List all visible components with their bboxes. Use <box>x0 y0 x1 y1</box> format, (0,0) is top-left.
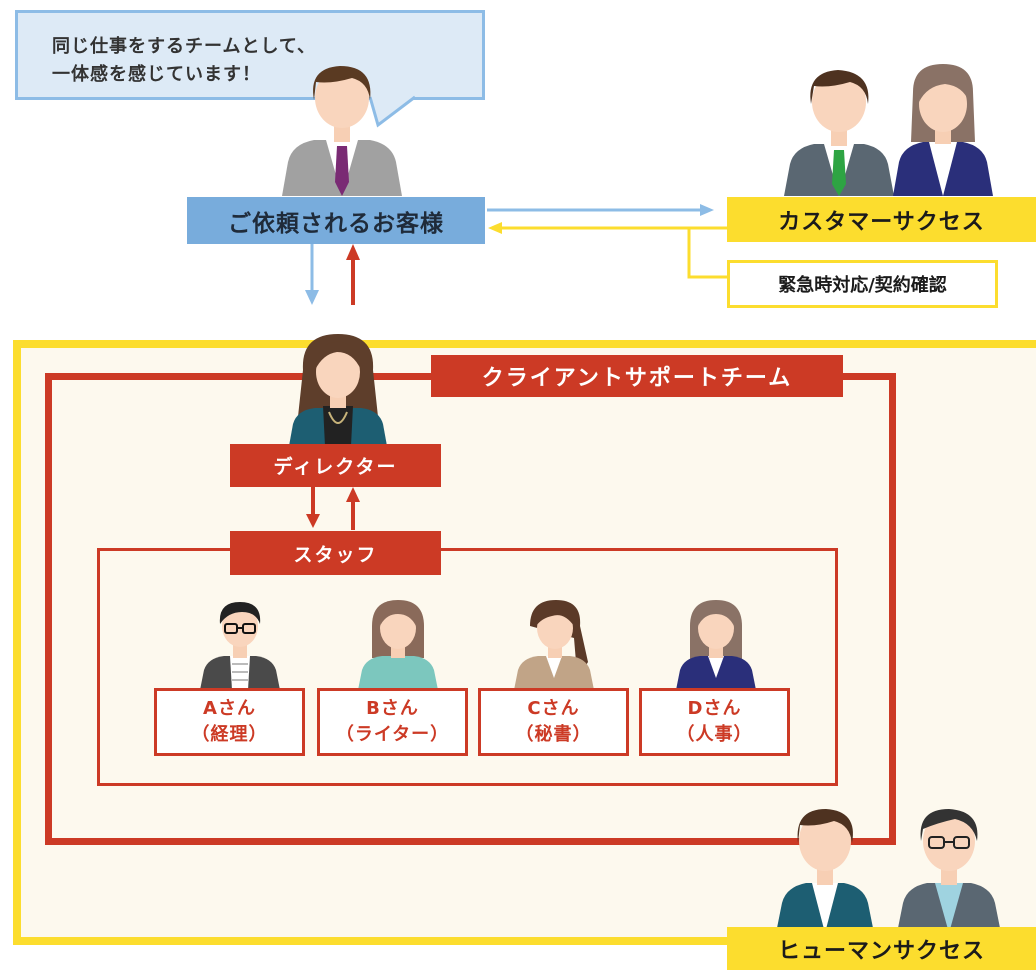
staff-card-c: Cさん （秘書） <box>478 688 629 756</box>
staff-c-role: （秘書） <box>515 724 592 745</box>
yellow-arrowhead-to-client <box>488 222 502 234</box>
staff-card-a: Aさん （経理） <box>154 688 305 756</box>
staff-a-role: （経理） <box>191 724 268 745</box>
staff-b-role: （ライター） <box>335 724 450 745</box>
staff-b-name: Bさん <box>366 698 419 719</box>
client-support-team-label: クライアントサポートチーム <box>431 355 843 397</box>
customer-success-man-icon <box>784 70 894 196</box>
staff-card-b: Bさん （ライター） <box>317 688 468 756</box>
human-success-label: ヒューマンサクセス <box>727 927 1036 970</box>
client-label: ご依頼されるお客様 <box>187 197 485 244</box>
human-success-man-icon <box>776 809 874 933</box>
staff-c-name: Cさん <box>527 698 580 719</box>
speech-line-2: 一体感を感じています！ <box>52 64 261 85</box>
staff-c-person-icon <box>514 600 594 690</box>
staff-label: スタッフ <box>230 531 441 575</box>
staff-frame <box>97 548 838 786</box>
speech-bubble-tail <box>368 95 416 128</box>
speech-text: 同じ仕事をするチームとして、 一体感を感じています！ <box>52 33 316 89</box>
emergency-label: 緊急時対応/契約確認 <box>727 260 998 308</box>
blue-arrowhead-to-cs <box>700 204 714 216</box>
client-person-icon <box>282 66 402 196</box>
customer-success-label: カスタマーサクセス <box>727 197 1036 242</box>
staff-b-person-icon <box>358 600 438 690</box>
staff-a-name: Aさん <box>203 698 256 719</box>
speech-line-1: 同じ仕事をするチームとして、 <box>52 36 317 57</box>
customer-success-woman-icon <box>893 64 993 196</box>
staff-d-role: （人事） <box>676 724 753 745</box>
red-arrowhead-up <box>346 244 360 260</box>
blue-arrowhead-down <box>305 290 319 305</box>
staff-d-person-icon <box>676 600 756 690</box>
director-person-icon <box>289 334 387 446</box>
speech-bubble: 同じ仕事をするチームとして、 一体感を感じています！ <box>15 10 485 100</box>
director-label: ディレクター <box>230 444 441 487</box>
red-arrowhead-up-to-director <box>346 487 360 502</box>
staff-d-name: Dさん <box>687 698 742 719</box>
red-arrowhead-down-to-staff <box>306 514 320 528</box>
staff-a-person-icon <box>200 602 280 690</box>
yellow-bracket-to-emergency <box>687 228 727 279</box>
staff-card-d: Dさん （人事） <box>639 688 790 756</box>
human-success-woman-icon <box>897 809 1001 933</box>
